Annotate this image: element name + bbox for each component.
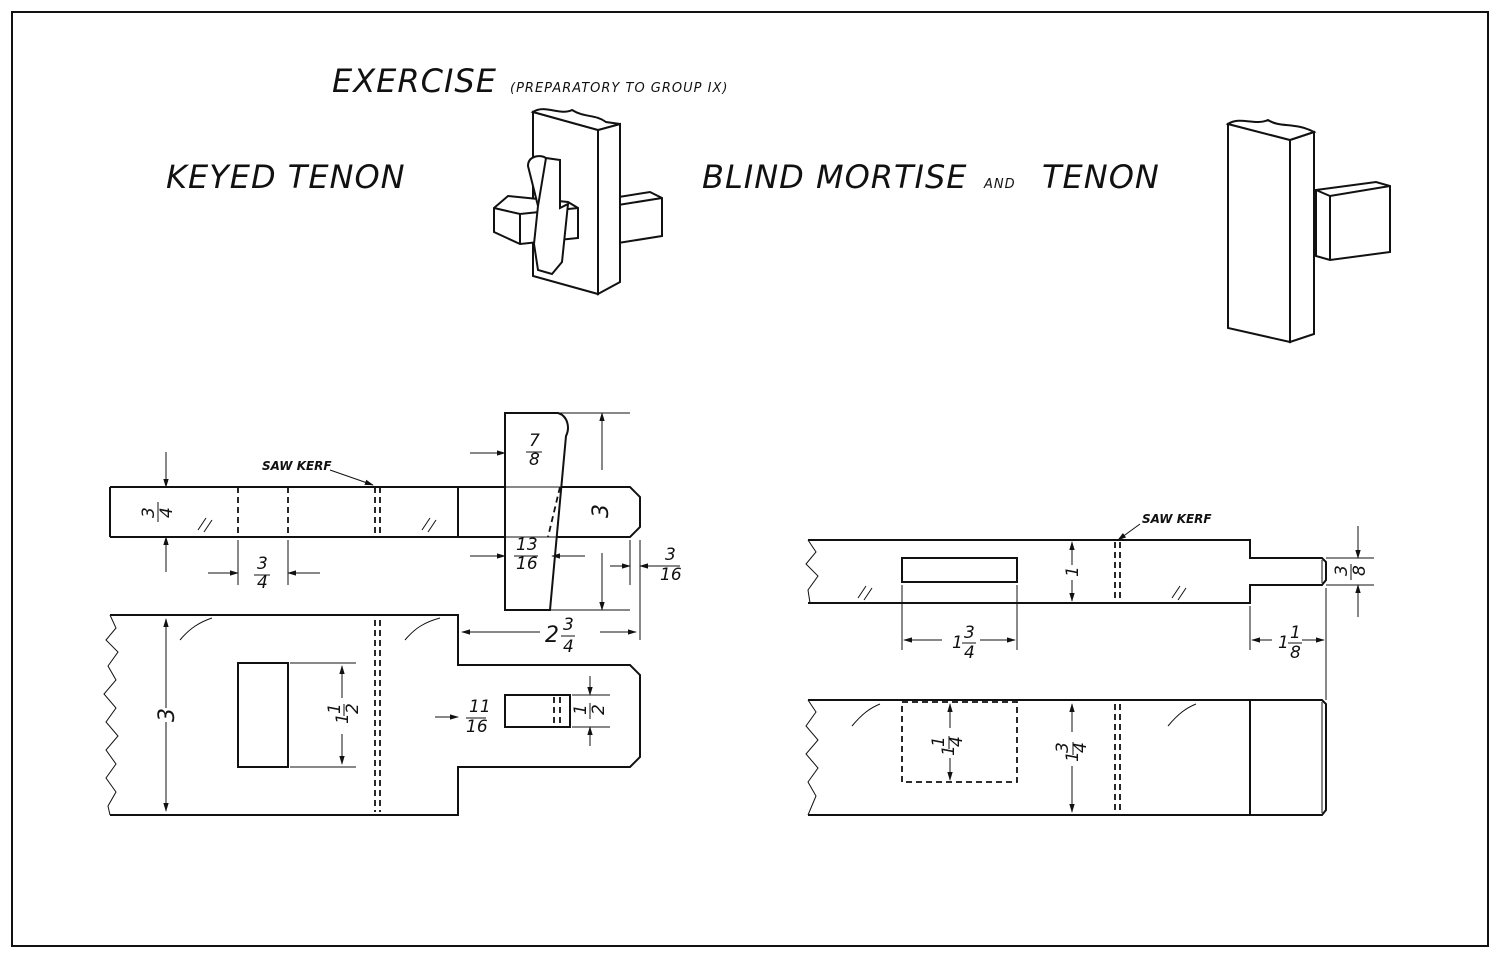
svg-text:13: 13 bbox=[516, 535, 538, 555]
blind-mortise-front-view bbox=[805, 699, 1327, 816]
keyed-tenon-dimensions: 3 4 3 4 7 8 13 16 3 3 16 2 3 4 bbox=[139, 431, 682, 737]
svg-text:7: 7 bbox=[529, 431, 540, 451]
dim-key-slot: 1 2 bbox=[571, 703, 609, 719]
dim-bm-tenon-thickness: 3 8 bbox=[1332, 564, 1370, 580]
svg-text:2: 2 bbox=[589, 704, 609, 715]
exercise-title: EXERCISE bbox=[332, 62, 497, 100]
svg-text:3: 3 bbox=[964, 623, 975, 643]
svg-text:8: 8 bbox=[1350, 565, 1370, 576]
svg-text:4: 4 bbox=[1071, 742, 1091, 753]
sheet-border bbox=[11, 11, 1489, 947]
dim-tenon-end: 3 16 bbox=[660, 545, 682, 585]
keyed-tenon-pictorial bbox=[493, 108, 663, 296]
svg-text:1: 1 bbox=[1290, 623, 1301, 643]
svg-text:16: 16 bbox=[516, 554, 538, 574]
dim-bm-mortise-width: 1 1 4 bbox=[929, 736, 967, 756]
svg-text:4: 4 bbox=[257, 573, 268, 593]
blind-mortise-heading: BLIND MORTISE bbox=[702, 158, 968, 196]
saw-kerf-label-left: SAW KERF bbox=[262, 459, 332, 473]
dim-bm-stock-thickness: 1 bbox=[1063, 566, 1083, 577]
blind-mortise-heading-tenon: TENON bbox=[1042, 158, 1160, 196]
svg-text:3: 3 bbox=[1053, 742, 1073, 753]
keyed-tenon-heading: KEYED TENON bbox=[166, 158, 406, 196]
svg-text:8: 8 bbox=[529, 450, 540, 470]
dim-key-top: 7 8 bbox=[526, 431, 542, 470]
svg-text:1: 1 bbox=[1278, 633, 1289, 653]
svg-text:16: 16 bbox=[660, 565, 682, 585]
dim-key-width: 13 16 bbox=[514, 535, 538, 574]
svg-text:4: 4 bbox=[947, 736, 967, 747]
dim-kerf-spacing: 3 4 bbox=[254, 554, 270, 593]
saw-kerf-label-right: SAW KERF bbox=[1142, 512, 1212, 526]
svg-text:1: 1 bbox=[1063, 751, 1083, 762]
blind-mortise-dimensions: 1 3 8 1 3 4 1 1 8 1 1 4 1 3 4 bbox=[929, 564, 1370, 762]
dim-bm-mortise-length: 1 3 4 bbox=[952, 623, 976, 663]
dim-key-offset: 11 16 bbox=[466, 697, 491, 737]
blind-mortise-heading-and: AND bbox=[983, 177, 1016, 192]
svg-text:16: 16 bbox=[466, 717, 488, 737]
dim-bm-stock-width: 1 3 4 bbox=[1053, 742, 1091, 762]
dim-tenon-length: 2 3 4 bbox=[545, 615, 575, 657]
dim-bm-tenon-length: 1 1 8 bbox=[1278, 623, 1302, 663]
svg-text:3: 3 bbox=[257, 554, 268, 574]
keyed-tenon-top-view bbox=[109, 412, 660, 640]
svg-text:11: 11 bbox=[469, 697, 491, 717]
svg-text:3: 3 bbox=[139, 507, 159, 518]
svg-text:1: 1 bbox=[952, 633, 963, 653]
svg-text:1: 1 bbox=[929, 736, 949, 747]
svg-text:2: 2 bbox=[343, 703, 363, 714]
dim-stock-thickness: 3 4 bbox=[139, 502, 177, 522]
svg-text:3: 3 bbox=[1332, 565, 1352, 576]
svg-text:1: 1 bbox=[939, 745, 959, 756]
blind-mortise-pictorial bbox=[1225, 118, 1391, 344]
keyed-tenon-front-view bbox=[103, 614, 641, 816]
svg-text:3: 3 bbox=[665, 545, 676, 565]
svg-text:1: 1 bbox=[325, 703, 345, 714]
svg-text:2: 2 bbox=[545, 623, 559, 648]
dim-key-length: 3 bbox=[589, 504, 614, 518]
dim-mortise-length: 1 1 2 bbox=[325, 703, 363, 724]
exercise-title-note: (PREPARATORY TO GROUP IX) bbox=[510, 81, 728, 96]
svg-text:4: 4 bbox=[157, 507, 177, 518]
svg-text:4: 4 bbox=[563, 637, 574, 657]
blind-mortise-top-view bbox=[805, 523, 1374, 700]
svg-text:1: 1 bbox=[571, 704, 591, 715]
svg-text:1: 1 bbox=[333, 713, 353, 724]
svg-text:3: 3 bbox=[563, 615, 574, 635]
svg-text:8: 8 bbox=[1290, 643, 1301, 663]
svg-text:4: 4 bbox=[964, 643, 975, 663]
dim-stock-width: 3 bbox=[155, 708, 180, 722]
